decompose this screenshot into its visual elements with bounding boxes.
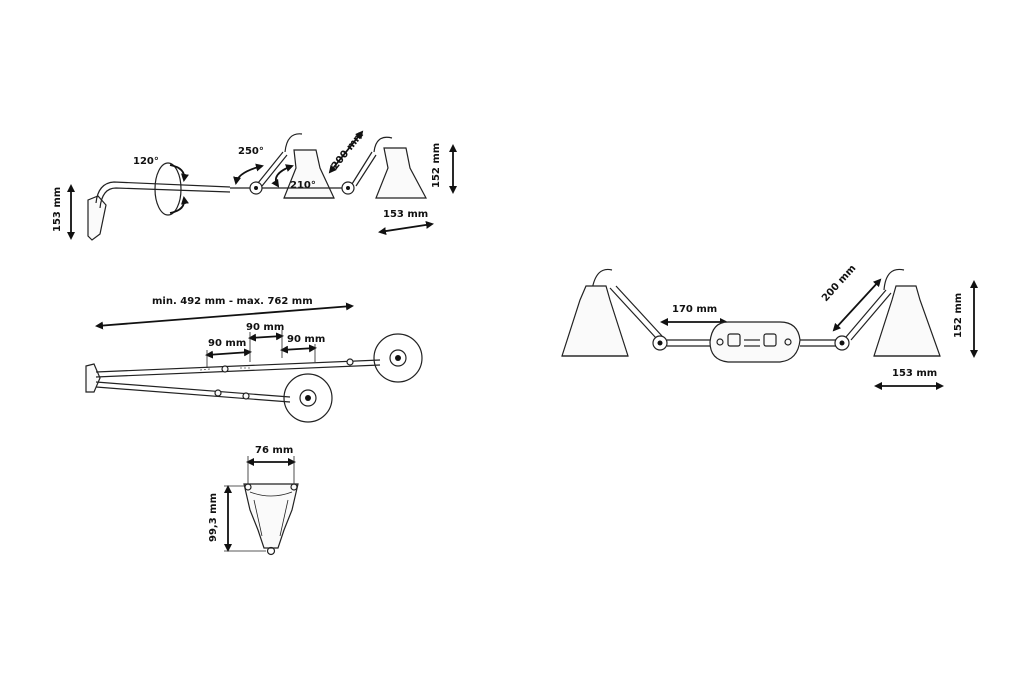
reach-label: min. 492 mm - max. 762 mm xyxy=(152,296,313,307)
double-shade-height-label: 152 mm xyxy=(953,293,964,338)
shade-top-folded xyxy=(283,373,333,423)
double-right-joint xyxy=(834,335,850,351)
plate-height-label: 99,3 mm xyxy=(208,493,219,542)
double-right-shade xyxy=(873,285,941,357)
double-shade-width-label: 153 mm xyxy=(892,368,937,379)
wall-lamp-top-view: min. 492 mm - max. 762 mm 90 mm 90 mm 90… xyxy=(85,296,423,423)
lamp-shade-side xyxy=(375,147,427,199)
arm-extended xyxy=(95,359,381,373)
angle-label-120: 120° xyxy=(133,156,159,167)
shade-width-label: 153 mm xyxy=(383,209,428,220)
top-wall-mount xyxy=(85,363,101,393)
shade-top-extended xyxy=(373,333,423,383)
arm-length-label: 200 mm xyxy=(330,129,366,171)
double-arm-label: 200 mm xyxy=(820,263,858,304)
second-joint xyxy=(341,181,355,195)
reach-dimension xyxy=(95,302,354,330)
wall-mount-bracket xyxy=(87,195,107,241)
shade-width-dimension xyxy=(378,220,434,236)
wall-plate-body xyxy=(243,483,299,549)
arm-folded xyxy=(95,381,291,398)
double-arm-dimension xyxy=(832,278,882,332)
plate-width-label: 76 mm xyxy=(255,445,293,456)
double-center-plate xyxy=(709,321,801,363)
curved-wall-arm xyxy=(95,181,231,204)
mount-height-label: 153 mm xyxy=(52,187,63,232)
rotation-ellipse-120 xyxy=(154,162,182,216)
shade-height-label: 152 mm xyxy=(431,143,442,188)
wall-plate-view: 76 mm 99,3 mm xyxy=(208,445,299,556)
segment-label-1: 90 mm xyxy=(208,338,246,349)
segment-label-2: 90 mm xyxy=(246,322,284,333)
angle-label-250: 250° xyxy=(238,146,264,157)
double-left-joint xyxy=(652,335,668,351)
arm-length-dimension xyxy=(328,130,364,174)
double-lamp-view: 170 mm 200 mm 152 mm 153 mm xyxy=(561,263,978,390)
wall-lamp-side-view: 120° 250° 210° 200 mm 152 mm xyxy=(52,129,457,241)
segment-label-3: 90 mm xyxy=(287,334,325,345)
angle-label-210: 210° xyxy=(290,180,316,191)
center-span-label: 170 mm xyxy=(672,304,717,315)
